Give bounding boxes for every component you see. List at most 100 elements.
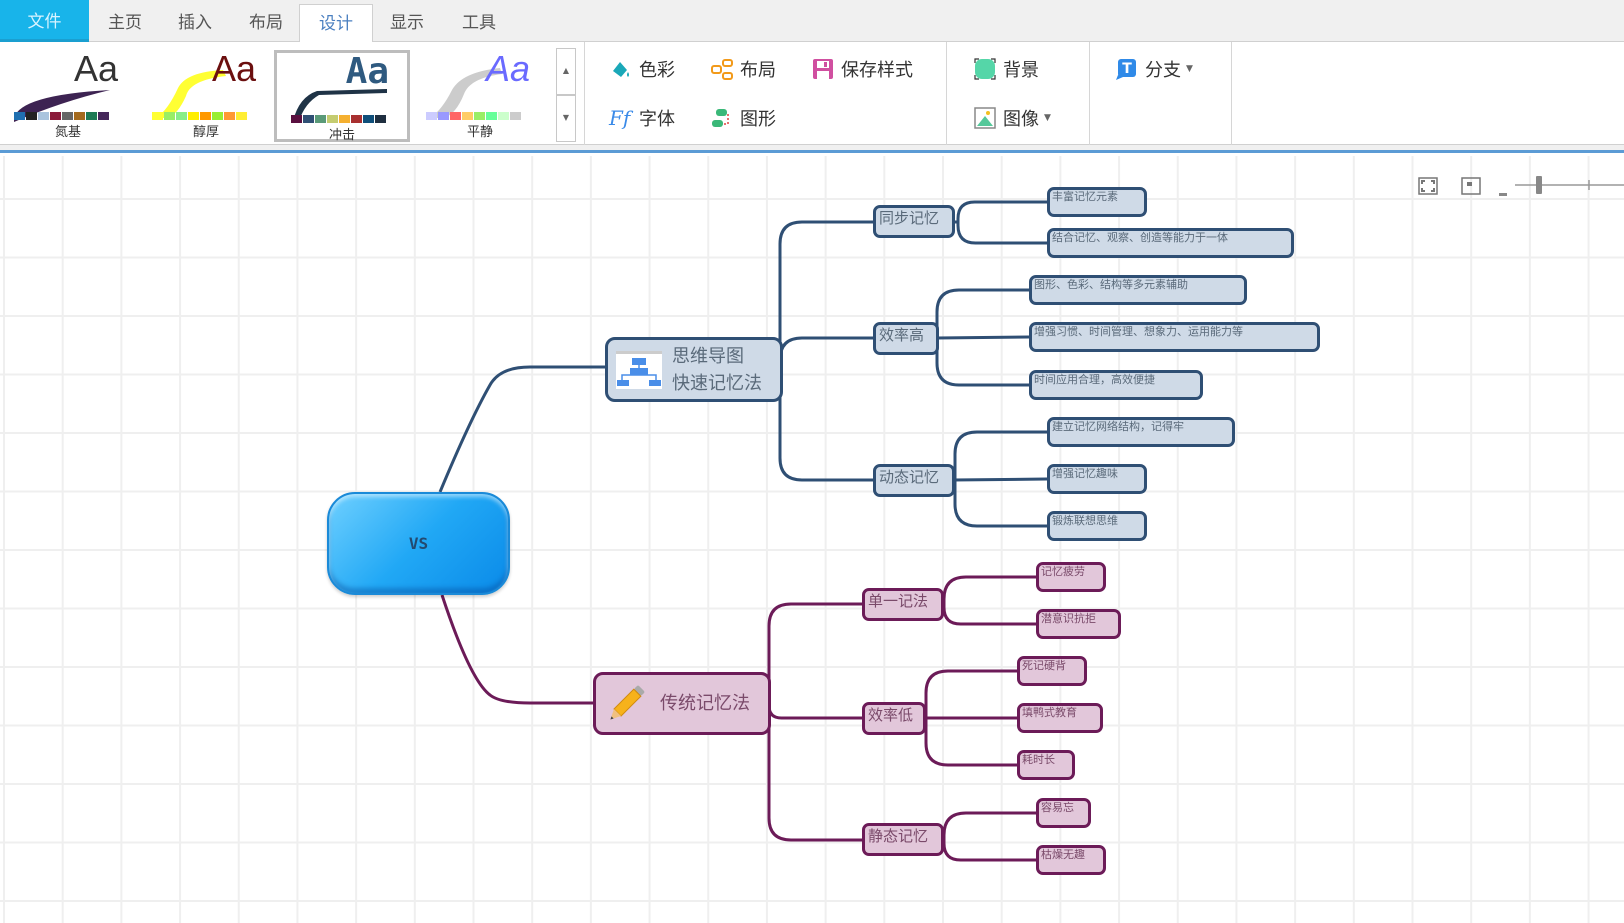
leaf-topic-label: 丰富记忆元素 <box>1052 190 1118 203</box>
chevron-down-icon: ▼ <box>1044 113 1051 123</box>
leaf-topic[interactable]: 时间应用合理，高效便捷 <box>1029 370 1203 400</box>
color-button[interactable]: 色彩 <box>609 54 675 84</box>
tab-view[interactable]: 显示 <box>390 13 424 33</box>
leaf-topic[interactable]: 记忆疲劳 <box>1036 562 1106 592</box>
subtopic-label: 动态记忆 <box>879 468 940 486</box>
leaf-topic[interactable]: 锻炼联想思维 <box>1047 511 1147 541</box>
branch-button[interactable]: T 分支 ▼ <box>1115 54 1193 84</box>
color-swatch <box>164 112 175 120</box>
leaf-topic[interactable]: 容易忘 <box>1036 798 1091 828</box>
ribbon-separator <box>1089 42 1090 145</box>
subtopic-label: 静态记忆 <box>868 827 929 845</box>
theme-3[interactable]: Aa 冲击 <box>274 50 410 143</box>
leaf-topic[interactable]: 潜意识抗拒 <box>1036 609 1121 639</box>
subtopic[interactable]: 效率低 <box>862 702 926 735</box>
subtopic[interactable]: 效率高 <box>873 322 939 355</box>
leaf-topic[interactable]: 丰富记忆元素 <box>1047 187 1147 217</box>
connector-branch-2-sub-1 <box>767 602 862 705</box>
color-swatch <box>14 112 25 120</box>
leaf-topic[interactable]: 图形、色彩、结构等多元素辅助 <box>1029 275 1247 305</box>
color-swatch <box>152 112 163 120</box>
main-topic-label-line1: 思维导图 <box>672 345 744 367</box>
theme-label: 冲击 <box>328 128 355 143</box>
connector-leaf <box>924 716 1017 767</box>
color-swatch <box>351 115 362 123</box>
theme-font-sample: Aa <box>345 51 389 92</box>
main-topic-1[interactable]: 思维导图快速记忆法 <box>605 337 783 402</box>
font-label: 字体 <box>639 109 675 130</box>
image-icon <box>973 106 997 130</box>
color-label: 色彩 <box>639 60 675 81</box>
fit-screen-button[interactable] <box>1418 177 1438 199</box>
ribbon-divider <box>0 145 1624 153</box>
color-swatch <box>510 112 521 120</box>
tab-design[interactable]: 设计 <box>299 4 373 43</box>
leaf-topic[interactable]: 增强记忆趣味 <box>1047 464 1147 494</box>
theme-swatches <box>291 115 386 123</box>
leaf-topic[interactable]: 死记硬背 <box>1017 656 1087 686</box>
zoom-slider[interactable] <box>1515 173 1624 197</box>
leaf-topic[interactable]: 枯燥无趣 <box>1036 845 1106 875</box>
leaf-topic[interactable]: 结合记忆、观察、创造等能力于一体 <box>1047 228 1294 258</box>
svg-text:T: T <box>1122 61 1132 77</box>
color-swatch <box>327 115 338 123</box>
tab-tools[interactable]: 工具 <box>462 13 496 33</box>
color-swatch <box>188 112 199 120</box>
connector-leaf <box>953 430 1047 482</box>
connector-branch-1-sub-2 <box>778 336 873 374</box>
tab-layout[interactable]: 布局 <box>249 13 283 33</box>
layout-icon <box>710 57 734 81</box>
leaf-topic[interactable]: 建立记忆网络结构，记得牢 <box>1047 417 1235 447</box>
save-style-label: 保存样式 <box>841 60 913 81</box>
shape-icon <box>710 106 734 130</box>
tab-insert[interactable]: 插入 <box>178 13 212 33</box>
subtopic[interactable]: 同步记忆 <box>873 205 955 238</box>
ribbon-separator <box>1231 42 1232 145</box>
leaf-topic-label: 潜意识抗拒 <box>1041 612 1096 625</box>
leaf-topic-label: 死记硬背 <box>1022 659 1066 672</box>
subtopic[interactable]: 静态记忆 <box>862 823 944 856</box>
connector-leaf <box>953 200 1047 224</box>
shape-button[interactable]: 图形 <box>710 103 776 133</box>
mindmap-canvas[interactable]: 思维导图快速记忆法 同步记忆 丰富记忆元素结合记忆、观察、创造等能力于一体效率高 图形… <box>0 156 1624 923</box>
leaf-topic[interactable]: 填鸭式教育 <box>1017 703 1103 733</box>
background-button[interactable]: 背景 <box>973 54 1039 84</box>
tab-home[interactable]: 主页 <box>108 13 142 33</box>
color-swatch <box>486 112 497 120</box>
image-button[interactable]: 图像 ▼ <box>973 103 1051 133</box>
leaf-topic-label: 建立记忆网络结构，记得牢 <box>1052 420 1184 433</box>
connector-branch-1-sub-3 <box>778 370 873 482</box>
subtopic[interactable]: 单一记法 <box>862 588 944 621</box>
connector-leaf <box>936 335 1030 340</box>
central-topic[interactable]: VS <box>327 492 510 595</box>
subtopic[interactable]: 动态记忆 <box>873 464 955 497</box>
background-icon <box>973 57 997 81</box>
chevron-down-icon: ▼ <box>1186 64 1193 74</box>
subtopic-label: 效率低 <box>868 706 914 724</box>
connector-branch-2-sub-3 <box>767 701 862 842</box>
fit-screen-icon <box>1418 177 1438 195</box>
tab-file[interactable]: 文件 <box>0 0 89 42</box>
gallery-scroll-up-button[interactable]: ▲ <box>556 48 576 95</box>
leaf-topic-label: 时间应用合理，高效便捷 <box>1034 373 1155 386</box>
zoom-out-button[interactable] <box>1498 183 1508 202</box>
paint-bucket-icon <box>609 57 633 81</box>
save-style-button[interactable]: 保存样式 <box>811 54 913 84</box>
branch-label: 分支 <box>1145 60 1181 81</box>
color-swatch <box>212 112 223 120</box>
leaf-topic-label: 增强习惯、时间管理、想象力、运用能力等 <box>1034 325 1243 338</box>
main-topic-label: 传统记忆法 <box>660 693 750 714</box>
font-button[interactable]: Ff 字体 <box>609 103 675 133</box>
color-swatch <box>74 112 85 120</box>
leaf-topic[interactable]: 增强习惯、时间管理、想象力、运用能力等 <box>1029 322 1320 352</box>
layout-button[interactable]: 布局 <box>710 54 776 84</box>
actual-size-button[interactable] <box>1461 177 1481 199</box>
color-swatch <box>26 112 37 120</box>
connector-leaf <box>952 477 1048 482</box>
leaf-topic[interactable]: 耗时长 <box>1017 750 1075 780</box>
main-topic-2[interactable]: 传统记忆法 <box>593 672 771 735</box>
gallery-scroll-down-button[interactable]: ▼ <box>556 95 576 142</box>
